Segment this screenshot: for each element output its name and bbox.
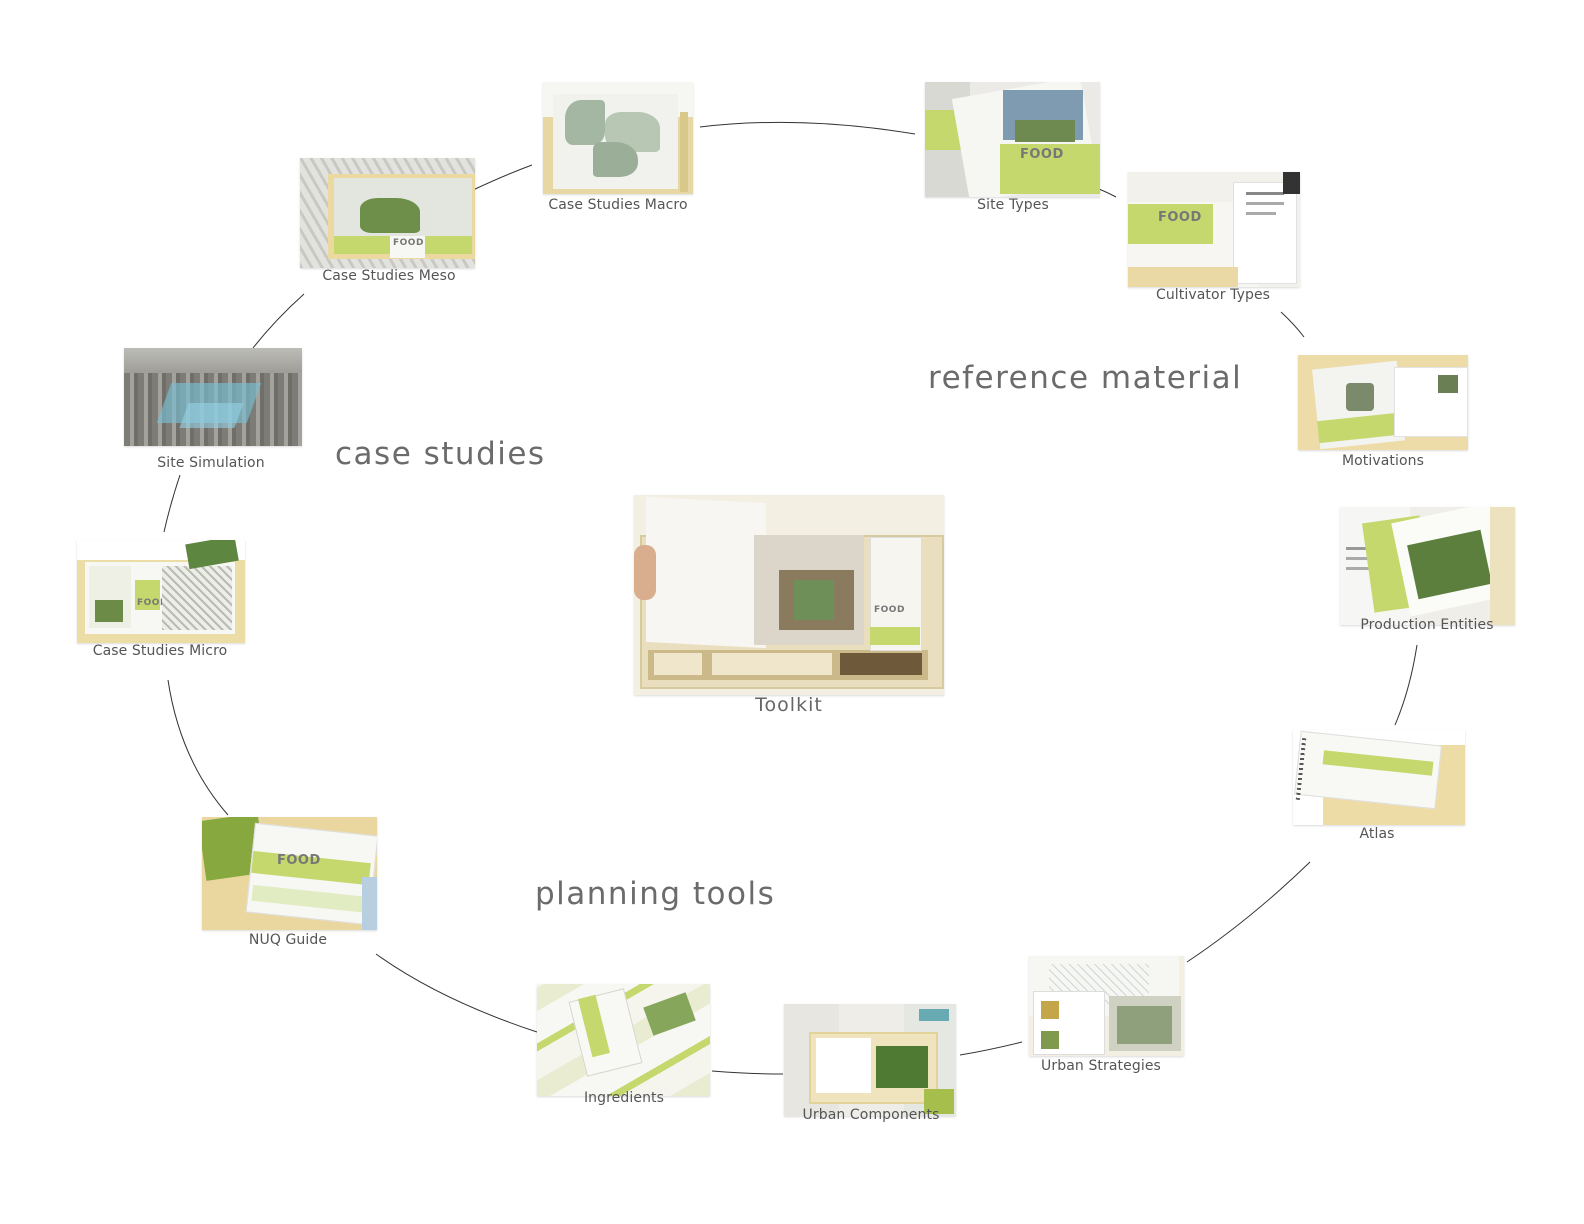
group-label-case-studies: case studies — [335, 436, 546, 472]
connector-cultivator-motivations — [1280, 311, 1305, 338]
motivations-label: Motivations — [1341, 453, 1425, 469]
site-simulation-image — [124, 348, 302, 446]
case-studies-micro-image: FOOD — [77, 540, 245, 643]
connector-micro-simulation — [163, 474, 181, 533]
motivations-image — [1298, 355, 1468, 450]
production-entities-image — [1340, 507, 1515, 625]
nuq-guide-label: NUQ Guide — [248, 932, 328, 948]
connector-production-atlas — [1394, 644, 1418, 726]
urban-components-label: Urban Components — [802, 1107, 940, 1123]
toolkit-label: Toolkit — [755, 694, 823, 716]
connector-components-ingredients — [711, 1070, 784, 1075]
urban-strategies-image — [1029, 956, 1184, 1056]
group-label-reference-material: reference material — [928, 360, 1243, 396]
site-types-label: Site Types — [977, 197, 1049, 213]
connector-meso-macro — [472, 164, 533, 191]
case-studies-meso-image: FOOD — [300, 158, 475, 268]
ingredients-label: Ingredients — [583, 1090, 665, 1106]
urban-strategies-label: Urban Strategies — [1041, 1058, 1161, 1074]
site-types-image: FOOD — [925, 82, 1100, 197]
case-studies-macro-label: Case Studies Macro — [548, 197, 688, 213]
connector-atlas-strategies — [1186, 861, 1311, 963]
urban-components-image — [784, 1004, 956, 1116]
cultivator-types-label: Cultivator Types — [1155, 287, 1271, 303]
ingredients-image — [537, 984, 710, 1096]
case-studies-micro-label: Case Studies Micro — [92, 643, 228, 659]
cultivator-types-image: FOOD — [1128, 172, 1300, 287]
nuq-guide-image: FOOD — [202, 817, 377, 930]
production-entities-label: Production Entities — [1360, 617, 1494, 633]
connector-strategies-components — [959, 1041, 1023, 1056]
atlas-image — [1293, 730, 1465, 825]
connector-ingredients-nuq — [375, 953, 538, 1033]
atlas-label: Atlas — [1359, 826, 1395, 842]
connector-simulation-meso — [252, 293, 305, 349]
group-label-planning-tools: planning tools — [535, 876, 776, 912]
site-simulation-label: Site Simulation — [157, 455, 265, 471]
case-studies-meso-label: Case Studies Meso — [322, 268, 456, 284]
connector-macro-sitetypes — [699, 121, 916, 135]
connector-nuq-micro — [167, 679, 229, 816]
toolkit-image: FOOD — [634, 495, 944, 695]
case-studies-macro-image — [543, 82, 693, 194]
